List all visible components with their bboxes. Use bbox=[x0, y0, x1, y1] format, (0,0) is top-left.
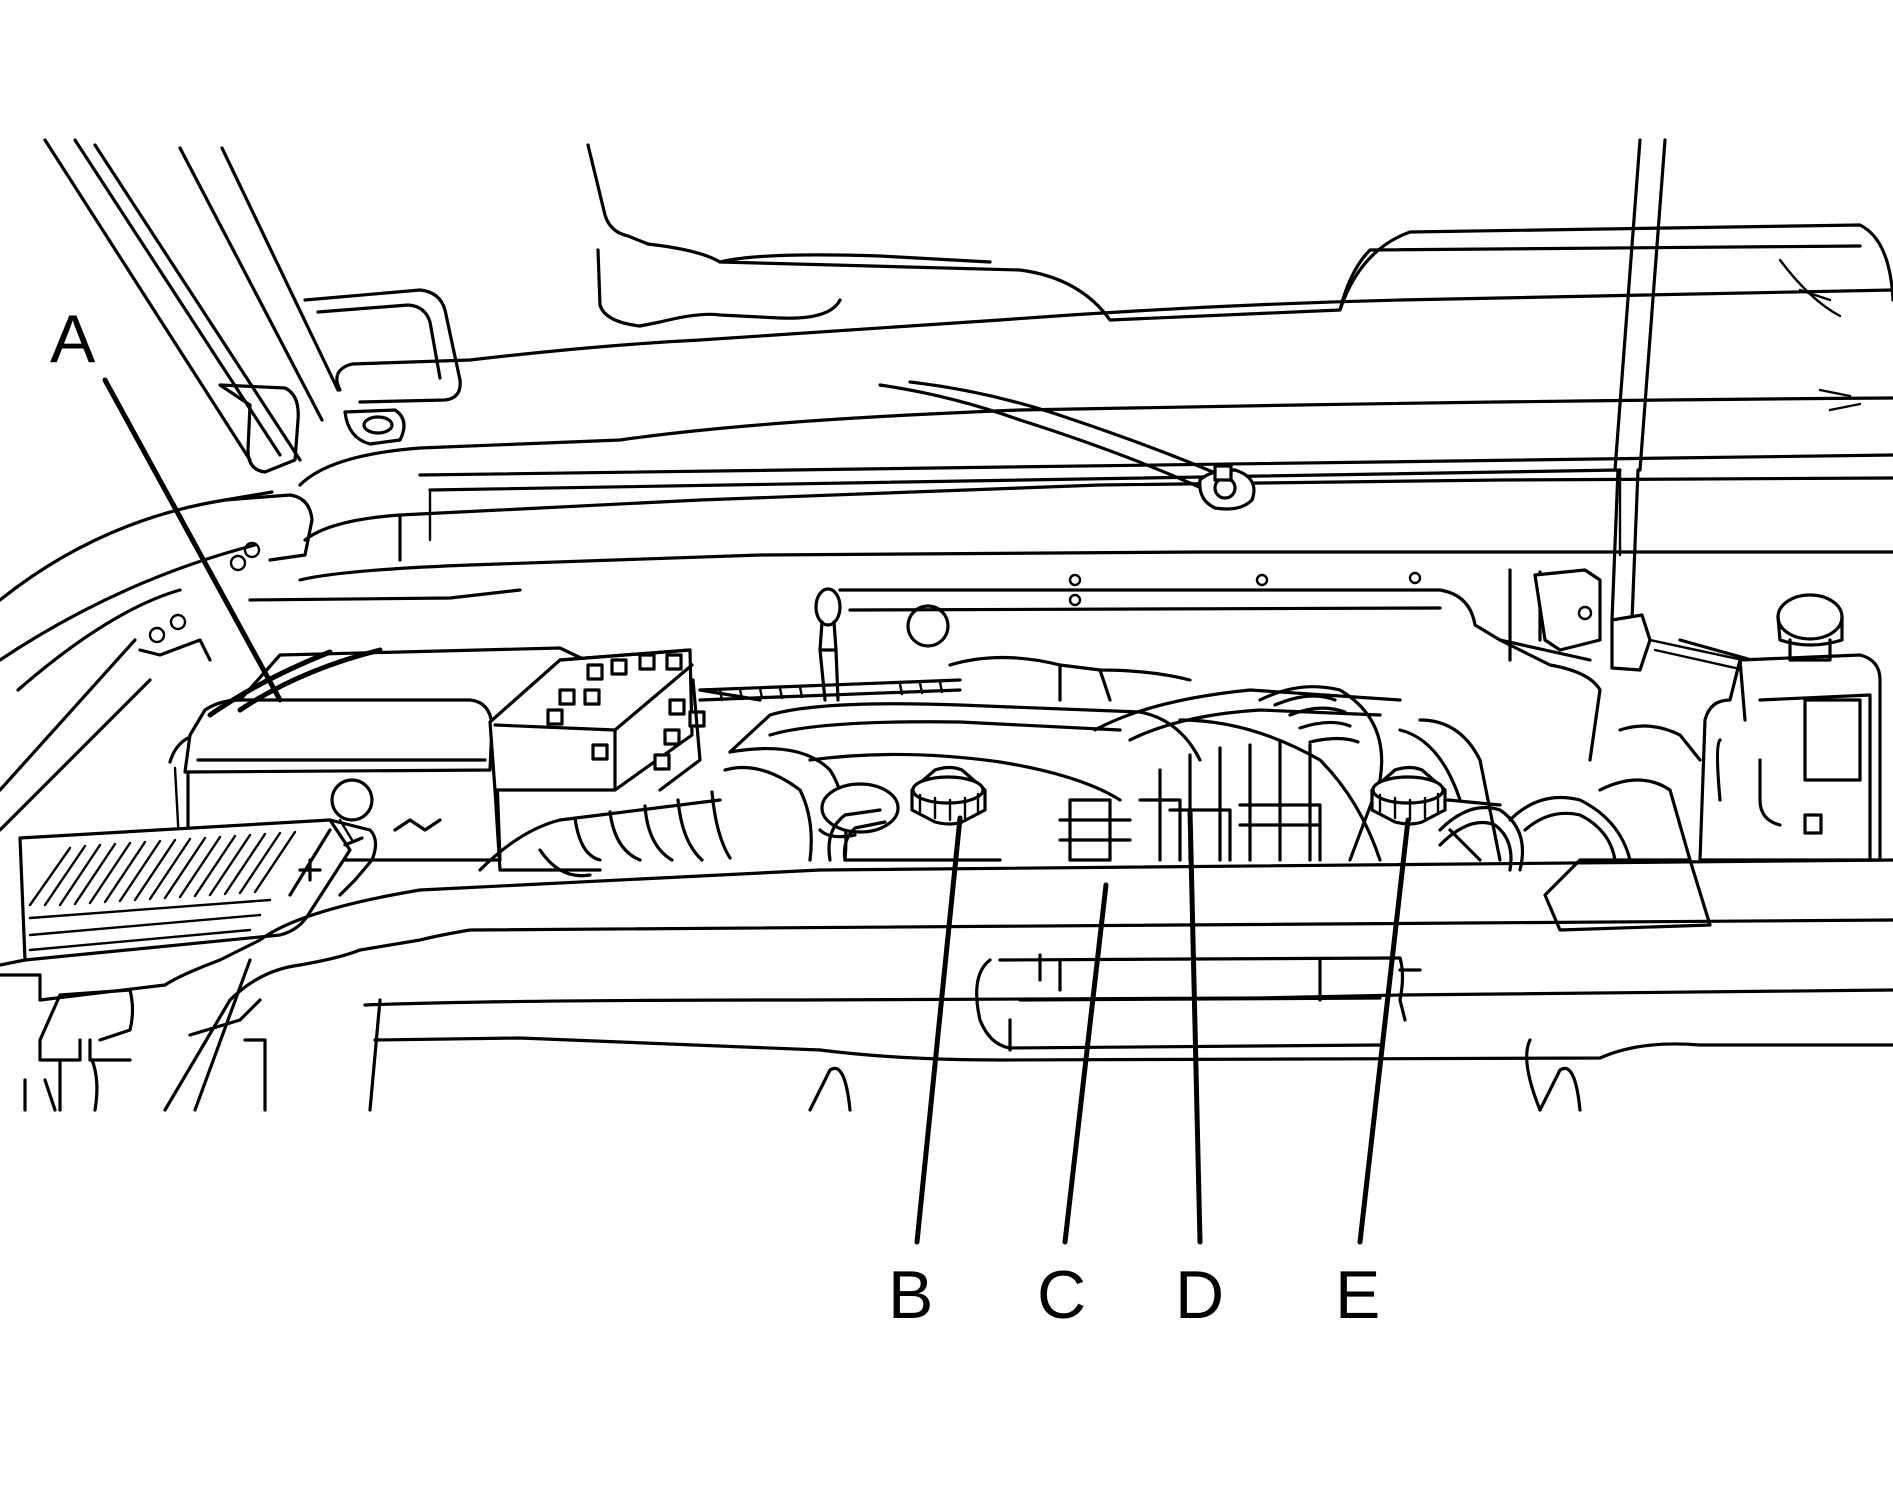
fuse-block bbox=[488, 648, 762, 872]
radiator-support bbox=[0, 858, 1893, 1112]
left-fender bbox=[0, 138, 340, 832]
brake-fluid-cap bbox=[1370, 765, 1502, 826]
callout-labels: A B C D E bbox=[50, 301, 1380, 1333]
bulkhead bbox=[838, 568, 1602, 762]
callout-c: C bbox=[1037, 1257, 1086, 1333]
brake-booster bbox=[1508, 724, 1702, 862]
callout-b: B bbox=[888, 1257, 933, 1333]
callout-d: D bbox=[1175, 1257, 1224, 1333]
hood-prop-rod bbox=[1610, 138, 1782, 680]
hood-latch bbox=[23, 988, 135, 1112]
grille-opening bbox=[975, 858, 1712, 1052]
leader-line-c bbox=[1062, 882, 1109, 1245]
coolant-reservoir bbox=[1698, 593, 1882, 862]
leader-line-a bbox=[102, 377, 283, 703]
power-steering-fluid-cap bbox=[910, 765, 987, 826]
intake-manifold bbox=[948, 655, 1502, 862]
oil-dipstick bbox=[814, 587, 842, 702]
leader-lines bbox=[102, 377, 1411, 1245]
leader-line-b bbox=[914, 815, 963, 1245]
air-cleaner-grille bbox=[28, 830, 297, 952]
callout-a: A bbox=[50, 301, 96, 377]
callout-e: E bbox=[1335, 1257, 1380, 1333]
cowl-panel bbox=[248, 288, 1893, 602]
leader-line-d bbox=[1187, 807, 1203, 1245]
leader-line-e bbox=[1357, 817, 1411, 1245]
air-cleaner bbox=[0, 818, 378, 967]
